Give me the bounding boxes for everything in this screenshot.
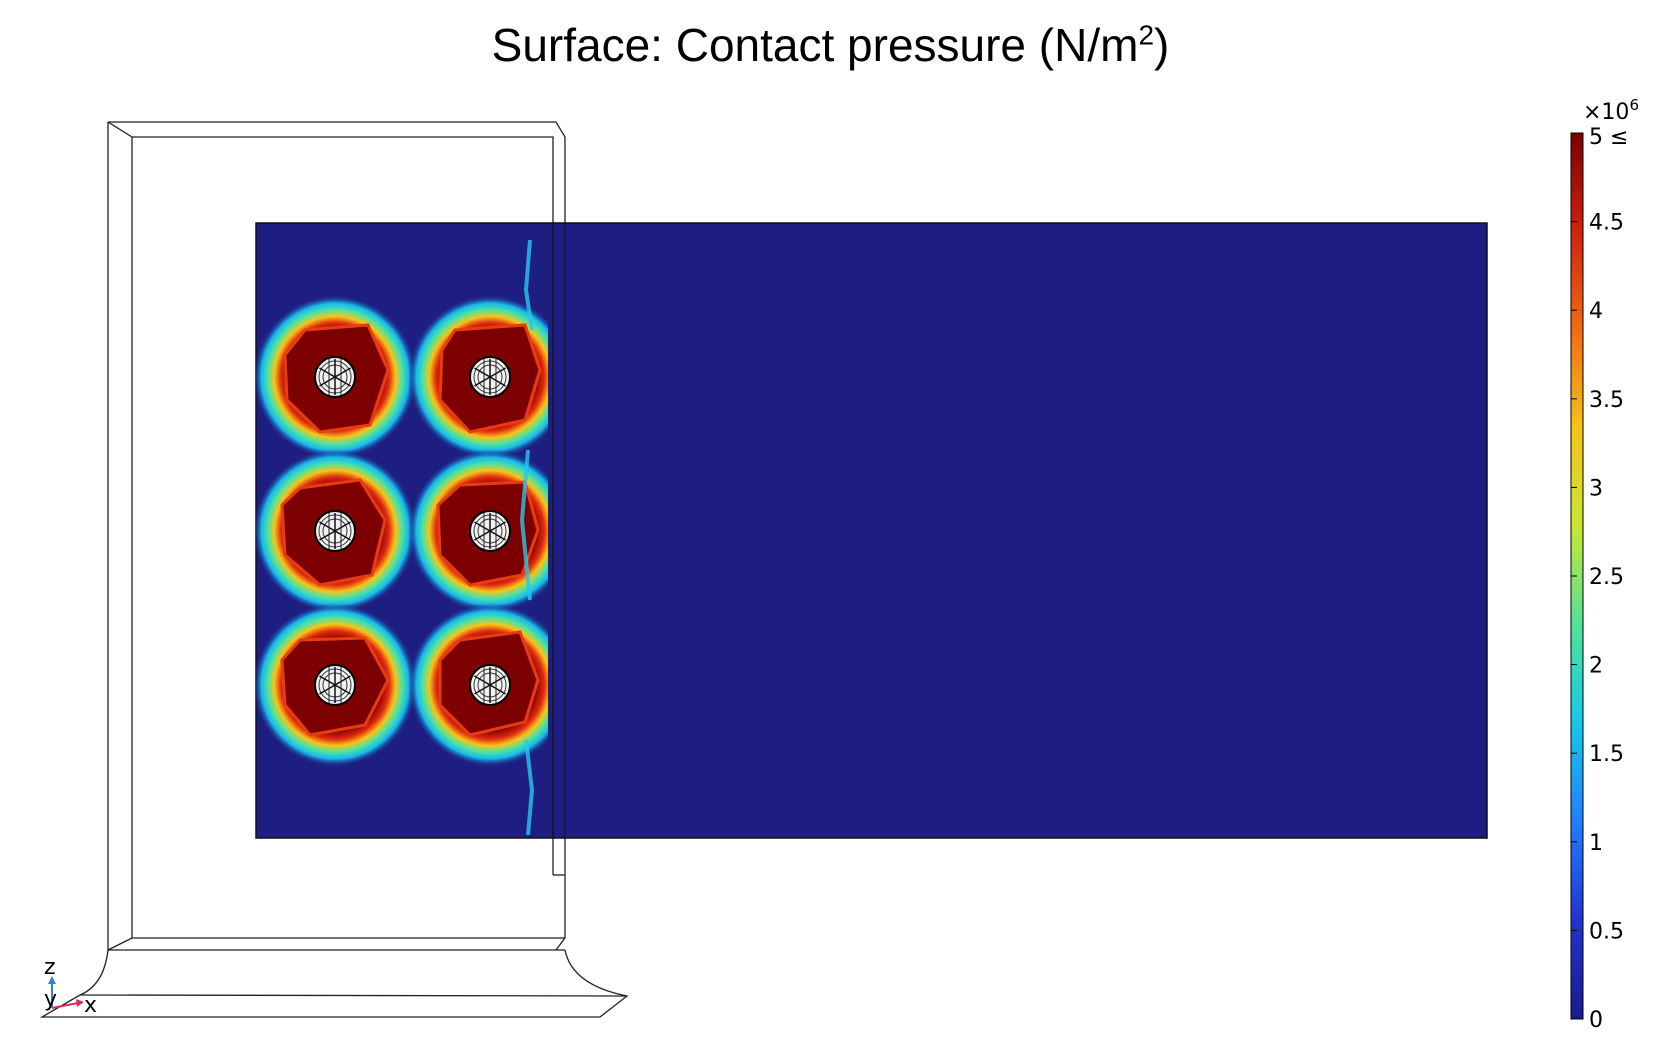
colorbar-tick-label: 1.5 <box>1589 742 1624 767</box>
bolt-head <box>469 664 511 706</box>
x-axis-arrow <box>51 1002 79 1009</box>
bolt-head <box>469 510 511 552</box>
column-wireframe <box>39 121 629 1018</box>
bolt-head <box>469 356 511 398</box>
colorbar-ticks: 0 0.5 1 1.5 2 2.5 3 3.5 4 4.5 <box>1571 211 1624 1033</box>
colorbar-tick-label: 3.5 <box>1589 388 1624 413</box>
x-axis-arrowhead <box>76 999 84 1007</box>
bolt-group <box>314 356 511 706</box>
bolt-head <box>314 356 356 398</box>
colorbar-tick-label: 1 <box>1589 831 1603 856</box>
bolt-head <box>314 664 356 706</box>
colorbar-tick-label: 4 <box>1589 299 1603 324</box>
colorbar-multiplier: ×106 <box>1583 96 1639 125</box>
x-axis-label: x <box>84 993 97 1018</box>
colorbar-tick-label: 4.5 <box>1589 211 1624 236</box>
z-axis-arrowhead <box>48 976 56 984</box>
z-axis-label: z <box>44 955 56 980</box>
bolt-head <box>314 510 356 552</box>
axis-triad: z y x <box>44 955 97 1018</box>
plot-title: Surface: Contact pressure (N/m2) <box>491 19 1170 71</box>
colorbar-tick-label: 0 <box>1589 1008 1603 1033</box>
y-axis-label: y <box>44 987 57 1012</box>
colorbar-tick-label: 3 <box>1589 476 1603 501</box>
colorbar-top-label: 5 ≤ <box>1589 125 1628 150</box>
colorbar-tick-label: 2.5 <box>1589 565 1624 590</box>
colorbar-tick-label: 2 <box>1589 654 1603 679</box>
colorbar-tick-label: 0.5 <box>1589 919 1624 944</box>
